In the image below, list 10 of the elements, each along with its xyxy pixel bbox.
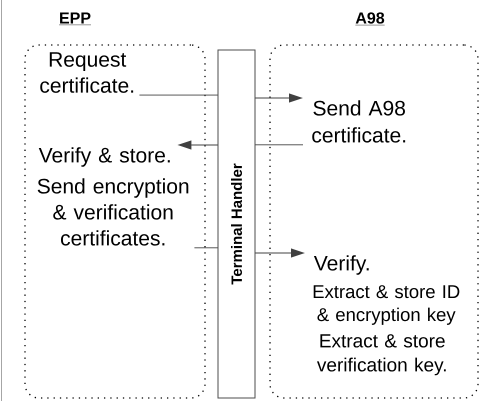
step-text: Extract & store verification key.: [316, 334, 446, 376]
heading: EPP: [58, 12, 92, 26]
step-text: Send encryption & verification certificates.: [38, 178, 188, 246]
step-text: Verify.: [314, 255, 369, 275]
step-text: Extract & store ID & encryption key: [314, 285, 460, 325]
step-text: Send A98 certificate.: [312, 100, 406, 143]
handler-bar: Terminal Handler: [218, 50, 256, 398]
step-text: Request certificate.: [40, 52, 134, 93]
heading: A98: [355, 12, 385, 26]
step-text: Verify & store.: [38, 147, 170, 167]
